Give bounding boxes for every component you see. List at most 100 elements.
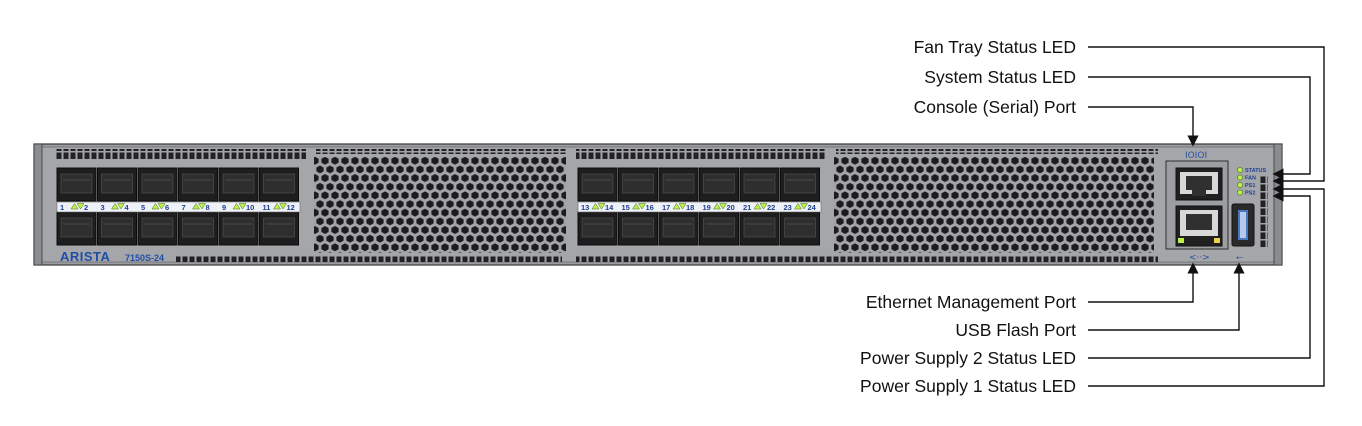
port-number-label: 3: [101, 203, 105, 212]
sfp-port-cage[interactable]: [259, 167, 299, 202]
port-number-label: 20: [727, 203, 735, 212]
status-led-label: PS1: [1245, 183, 1255, 189]
sfp-port-cage[interactable]: [56, 167, 97, 202]
port-led: [157, 203, 166, 210]
callout-label: Power Supply 1 Status LED: [860, 376, 1076, 396]
port-led: [672, 203, 681, 210]
port-number-label: 10: [246, 203, 254, 212]
ethernet-management-port[interactable]: [1175, 205, 1223, 247]
vent-slots: [56, 149, 1158, 262]
callout-label: USB Flash Port: [955, 320, 1076, 340]
sfp-port-cage[interactable]: [658, 167, 699, 202]
ventilation-grille-right: [834, 157, 1154, 253]
sfp-port-cage[interactable]: [178, 211, 218, 246]
port-number-label: 5: [141, 203, 145, 212]
console-port-symbol: IOIOI: [1185, 151, 1207, 161]
callout-label: Power Supply 2 Status LED: [860, 348, 1076, 368]
leader-line: [1088, 76, 1311, 180]
console-port[interactable]: [1175, 167, 1223, 201]
sfp-port-cage[interactable]: [218, 167, 259, 202]
port-number-label: 15: [622, 203, 630, 212]
port-number-label: 18: [686, 203, 694, 212]
sfp-port-cage[interactable]: [577, 211, 618, 246]
sfp-port-cage[interactable]: [97, 167, 137, 202]
sfp-port-cage[interactable]: [780, 211, 820, 246]
port-led: [76, 203, 85, 210]
sfp-port-block-right: [577, 167, 822, 246]
port-number-label: 12: [287, 203, 295, 212]
callout-ethernet-mgmt: Ethernet Management Port: [866, 262, 1199, 312]
port-led: [238, 203, 247, 210]
sfp-port-cage[interactable]: [618, 211, 658, 246]
callout-console-port: Console (Serial) Port: [914, 97, 1199, 147]
port-number-label: 7: [182, 203, 186, 212]
sfp-port-cage[interactable]: [618, 167, 658, 202]
sfp-port-cage[interactable]: [218, 211, 259, 246]
sfp-port-cage[interactable]: [97, 211, 137, 246]
port-number-label: 9: [222, 203, 226, 212]
sfp-port-cage[interactable]: [577, 167, 618, 202]
callout-label: Fan Tray Status LED: [914, 37, 1076, 57]
port-number-label: 6: [165, 203, 169, 212]
sfp-port-cage[interactable]: [739, 211, 780, 246]
port-led: [232, 203, 241, 210]
callout-annotations: Fan Tray Status LED System Status LED Cons…: [860, 37, 1325, 396]
ethernet-activity-led: [1214, 238, 1220, 243]
callout-label: Ethernet Management Port: [866, 292, 1076, 312]
sfp-port-cage[interactable]: [137, 211, 178, 246]
callout-label: Console (Serial) Port: [914, 97, 1077, 117]
port-led: [198, 203, 206, 210]
sfp-port-cage[interactable]: [137, 167, 178, 202]
leader-line: [1088, 262, 1199, 303]
callout-fan-tray: Fan Tray Status LED: [914, 37, 1325, 187]
port-led: [713, 203, 721, 210]
ethernet-port-symbol: <··>: [1189, 253, 1210, 263]
port-led: [111, 203, 119, 210]
sfp-port-cage[interactable]: [699, 167, 739, 202]
port-led: [800, 203, 808, 210]
port-led: [678, 203, 687, 210]
sfp-port-cage[interactable]: [739, 167, 780, 202]
port-number-label: 21: [743, 203, 751, 212]
usb-flash-port[interactable]: [1231, 203, 1255, 247]
sfp-port-cage[interactable]: [658, 211, 699, 246]
callout-ps1-led: Power Supply 1 Status LED: [860, 183, 1325, 396]
port-number-label: 1: [60, 203, 64, 212]
ventilation-grille-left: [314, 157, 566, 253]
port-led: [192, 203, 200, 210]
port-led: [794, 203, 802, 210]
status-led-ps1: [1237, 182, 1243, 188]
port-led: [70, 203, 79, 210]
port-number-label: 4: [125, 203, 130, 212]
brand-logo: ARISTA: [60, 249, 111, 264]
port-led: [632, 203, 640, 210]
sfp-port-cage[interactable]: [178, 167, 218, 202]
sfp-port-block-left: [56, 167, 301, 246]
sfp-port-cage[interactable]: [780, 167, 820, 202]
port-led: [279, 203, 287, 210]
callout-usb-flash: USB Flash Port: [955, 262, 1245, 340]
sfp-port-cage[interactable]: [56, 211, 97, 246]
leader-line: [1088, 106, 1199, 147]
port-number-label: 8: [206, 203, 210, 212]
callout-label: System Status LED: [924, 67, 1076, 87]
port-number-label: 24: [808, 203, 817, 212]
leader-line: [1088, 46, 1325, 187]
sfp-port-cage[interactable]: [259, 211, 299, 246]
sfp-port-cage[interactable]: [699, 211, 739, 246]
port-led: [638, 203, 646, 210]
port-number-label: 2: [84, 203, 88, 212]
leader-line: [1088, 183, 1325, 387]
port-led: [719, 203, 727, 210]
usb-port-symbol: ⭠: [1236, 253, 1243, 263]
status-led-label: FAN: [1245, 176, 1256, 182]
port-number-label: 22: [767, 203, 775, 212]
port-led: [151, 203, 160, 210]
status-led-ps2: [1237, 189, 1243, 196]
port-number-label: 16: [646, 203, 654, 212]
leader-line: [1088, 262, 1245, 331]
port-number-label: 13: [581, 203, 589, 212]
leader-line: [1088, 190, 1311, 359]
